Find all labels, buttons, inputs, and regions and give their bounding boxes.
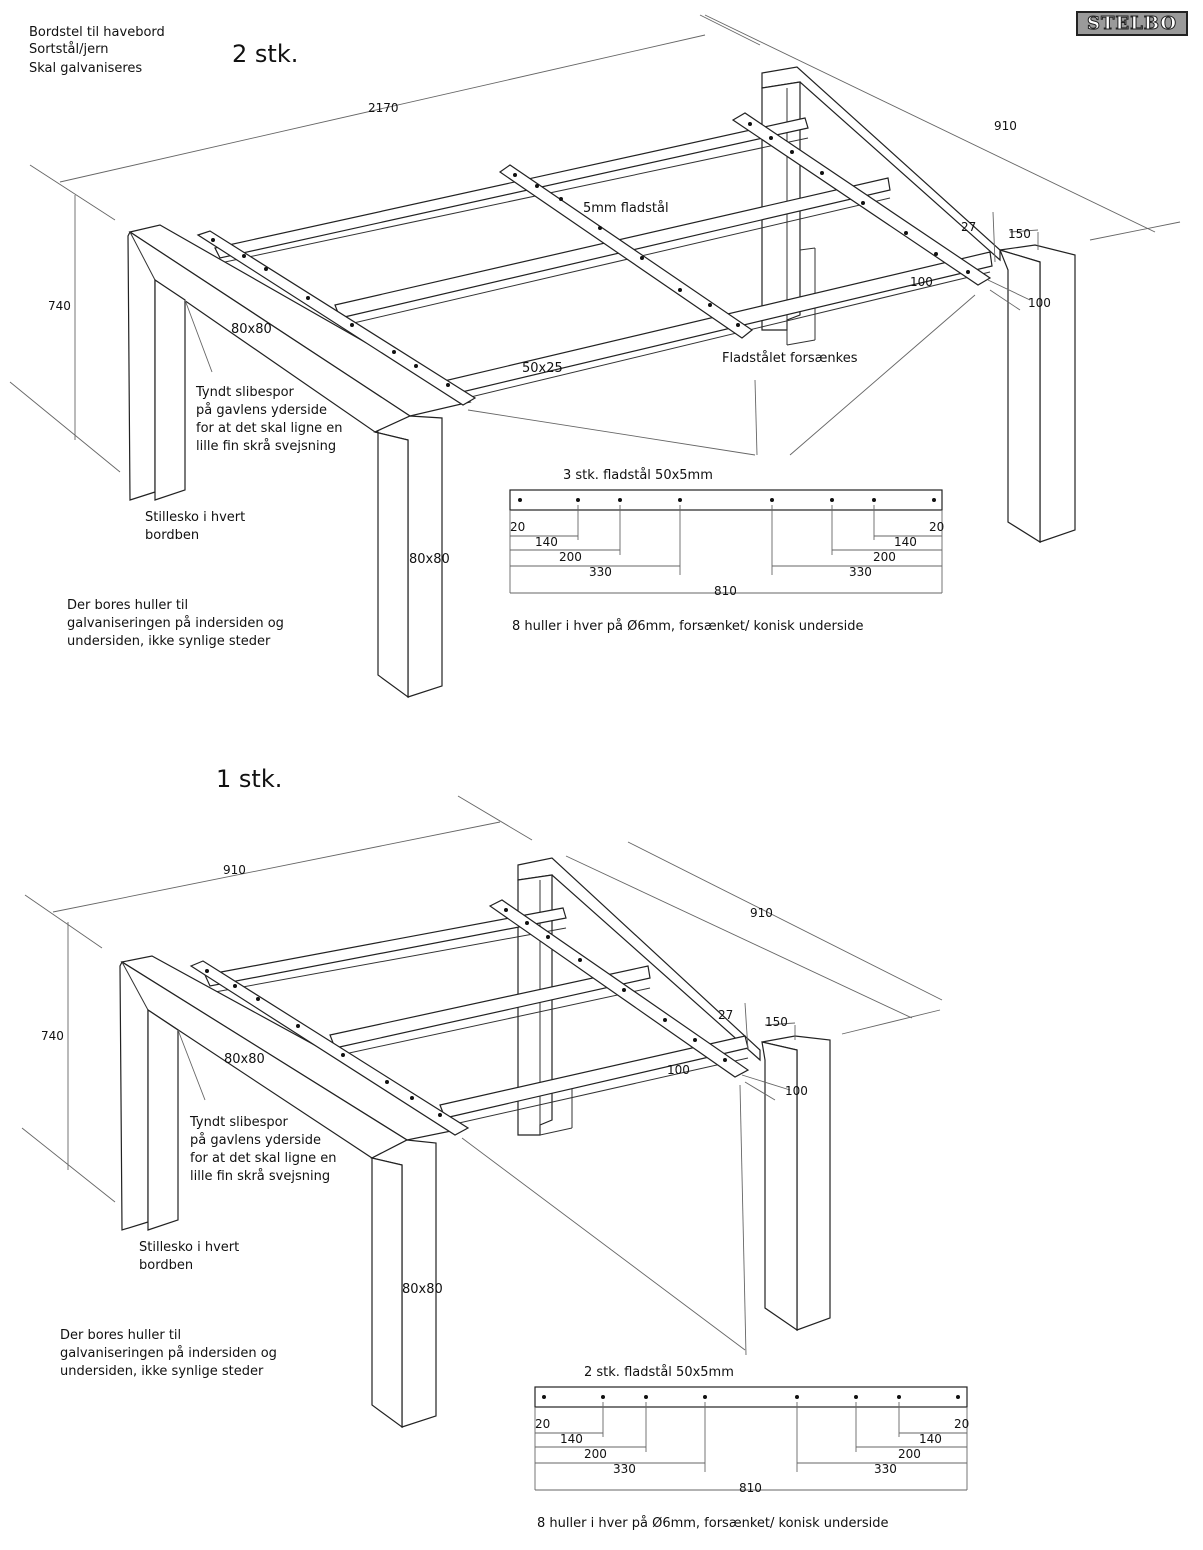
offset-100-a: 100 bbox=[667, 1063, 690, 1077]
height-dimension: 740 bbox=[41, 1029, 64, 1043]
header-title: Bordstel til havebord bbox=[29, 25, 165, 40]
header-material: Sortstål/jern bbox=[29, 42, 108, 57]
strip-dim-200-right: 200 bbox=[873, 550, 896, 564]
grind-note-1: Tyndt slibespor bbox=[195, 385, 295, 400]
grind-note-2: på gavlens yderside bbox=[190, 1133, 321, 1148]
back-apron bbox=[517, 857, 761, 1062]
strip-title: 2 stk. fladstål 50x5mm bbox=[584, 1365, 734, 1380]
feet-note-1: Stillesko i hvert bbox=[145, 510, 245, 525]
grind-note-1: Tyndt slibespor bbox=[189, 1115, 289, 1130]
offset-100-b: 100 bbox=[785, 1084, 808, 1098]
holes-note-1: Der bores huller til bbox=[67, 598, 188, 613]
flat-steel-left bbox=[196, 230, 477, 406]
flat-steel-label: 5mm fladstål bbox=[583, 201, 669, 216]
left-back-leg-side bbox=[147, 1008, 179, 1231]
leg-front-dimension: 80x80 bbox=[409, 552, 450, 567]
strip-dim-total: 810 bbox=[739, 1481, 762, 1495]
strip-dim-140-left: 140 bbox=[560, 1432, 583, 1446]
grind-note-3: for at det skal ligne en bbox=[196, 421, 343, 436]
leg-top-dimension: 80x80 bbox=[224, 1052, 265, 1067]
feet-note-2: bordben bbox=[139, 1258, 193, 1273]
holes-note-2: galvaniseringen på indersiden og bbox=[67, 616, 284, 631]
leg-top-dimension: 80x80 bbox=[231, 322, 272, 337]
strip-note: 8 huller i hver på Ø6mm, forsænket/ koni… bbox=[537, 1516, 889, 1531]
width-dimension-line bbox=[704, 14, 1156, 233]
holes-note-1: Der bores huller til bbox=[60, 1328, 181, 1343]
holes-note-2: galvaniseringen på indersiden og bbox=[60, 1346, 277, 1361]
offset-100-a: 100 bbox=[910, 275, 933, 289]
left-front-leg-side bbox=[371, 1157, 403, 1429]
holes-note-3: undersiden, ikke synlige steder bbox=[60, 1364, 264, 1379]
strip-dim-330-right: 330 bbox=[849, 565, 872, 579]
offset-100-b: 100 bbox=[1028, 296, 1051, 310]
strip-dim-330-left: 330 bbox=[613, 1462, 636, 1476]
feet-note-1: Stillesko i hvert bbox=[139, 1240, 239, 1255]
length-dimension: 2170 bbox=[368, 101, 399, 115]
strip-dim-20-right: 20 bbox=[954, 1417, 969, 1431]
height-dimension: 740 bbox=[48, 299, 71, 313]
quantity-label: 1 stk. bbox=[216, 765, 282, 793]
offset-27: 27 bbox=[961, 220, 976, 234]
strip-dim-330-right: 330 bbox=[874, 1462, 897, 1476]
strip-detail: 3 stk. fladstål 50x5mm bbox=[509, 468, 944, 634]
flat-steel-right bbox=[731, 112, 992, 286]
offset-27: 27 bbox=[718, 1008, 733, 1022]
width-dimension: 910 bbox=[994, 119, 1017, 133]
strip-dim-200-right: 200 bbox=[898, 1447, 921, 1461]
strip-dim-200-left: 200 bbox=[584, 1447, 607, 1461]
strip-dim-140-right: 140 bbox=[894, 535, 917, 549]
length-dimension: 910 bbox=[223, 863, 246, 877]
leg-front-dimension: 80x80 bbox=[402, 1282, 443, 1297]
strip-title: 3 stk. fladstål 50x5mm bbox=[563, 468, 713, 483]
front-right-leg-side bbox=[998, 249, 1041, 544]
length-dimension-line bbox=[52, 821, 501, 913]
flat-steel-left bbox=[189, 960, 470, 1136]
offset-150: 150 bbox=[1008, 227, 1031, 241]
drawing-long-table: 2 stk. 2170 910 740 bbox=[9, 14, 1181, 699]
front-right-leg-side bbox=[761, 1041, 798, 1332]
rail-back bbox=[214, 117, 809, 259]
strip-dim-total: 810 bbox=[714, 584, 737, 598]
strip-dim-20-left: 20 bbox=[535, 1417, 550, 1431]
grind-note-2: på gavlens yderside bbox=[196, 403, 327, 418]
grind-note-4: lille fin skrå svejsning bbox=[196, 439, 336, 454]
strip-detail: 2 stk. fladstål 50x5mm bbox=[534, 1365, 969, 1531]
strip-dim-20-left: 20 bbox=[510, 520, 525, 534]
offset-150: 150 bbox=[765, 1015, 788, 1029]
flat-steel-strip bbox=[509, 489, 943, 511]
strip-dim-140-left: 140 bbox=[535, 535, 558, 549]
stelbo-logo: STELBO bbox=[1076, 11, 1188, 36]
width-dimension-line bbox=[565, 855, 913, 1019]
strip-dim-200-left: 200 bbox=[559, 550, 582, 564]
grind-note-3: for at det skal ligne en bbox=[190, 1151, 337, 1166]
width-dimension: 910 bbox=[750, 906, 773, 920]
countersunk-label: Fladstålet forsænkes bbox=[722, 351, 858, 366]
drawing-square-table: 1 stk. 910 910 740 bbox=[21, 765, 969, 1531]
strip-note: 8 huller i hver på Ø6mm, forsænket/ koni… bbox=[512, 619, 864, 634]
flat-steel-strip bbox=[534, 1386, 968, 1408]
rail-dimension: 50x25 bbox=[522, 361, 563, 376]
rail-back bbox=[204, 907, 567, 987]
length-dimension-line bbox=[59, 34, 706, 183]
holes-note-3: undersiden, ikke synlige steder bbox=[67, 634, 271, 649]
left-back-leg-side bbox=[154, 278, 186, 501]
flat-steel-right bbox=[488, 899, 750, 1078]
flat-steel-middle bbox=[498, 164, 754, 339]
grind-note-4: lille fin skrå svejsning bbox=[190, 1169, 330, 1184]
strip-dim-330-left: 330 bbox=[589, 565, 612, 579]
strip-dim-140-right: 140 bbox=[919, 1432, 942, 1446]
quantity-label: 2 stk. bbox=[232, 40, 298, 68]
strip-dim-20-right: 20 bbox=[929, 520, 944, 534]
feet-note-2: bordben bbox=[145, 528, 199, 543]
header-finish: Skal galvaniseres bbox=[29, 61, 142, 76]
left-front-leg-side bbox=[374, 431, 409, 699]
